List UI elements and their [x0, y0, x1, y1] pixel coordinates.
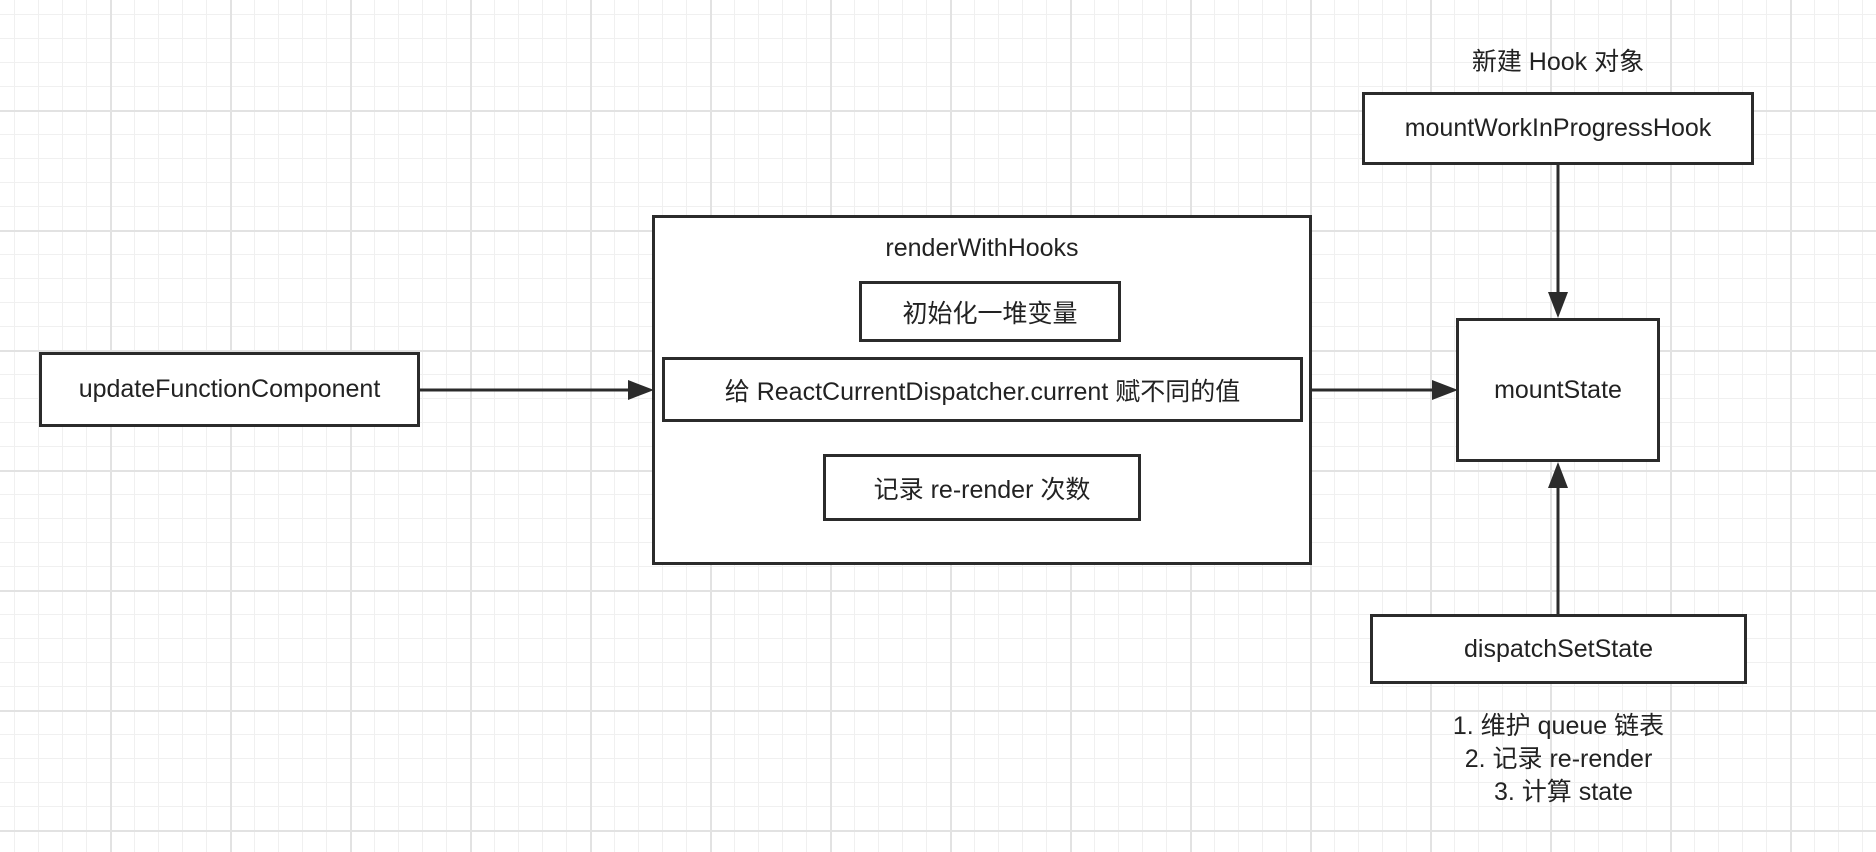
- node-record-rerender[interactable]: 记录 re-render 次数: [823, 454, 1141, 521]
- node-record-rerender-label: 记录 re-render 次数: [873, 475, 1091, 504]
- dispatch-note-3: 3. 计算 state: [1494, 778, 1633, 806]
- render-with-hooks-title: renderWithHooks: [885, 234, 1079, 262]
- node-dispatch-set-state-label: dispatchSetState: [1463, 634, 1653, 663]
- edge-update-to-render: [420, 380, 654, 400]
- node-init-vars-label: 初始化一堆变量: [902, 299, 1078, 328]
- edge-mountwip-to-mountstate: [1548, 165, 1568, 318]
- node-mount-work-in-progress-hook-label: mountWorkInProgressHook: [1404, 114, 1712, 142]
- node-assign-dispatcher[interactable]: 给 ReactCurrentDispatcher.current 赋不同的值: [662, 357, 1303, 422]
- node-update-function-component[interactable]: updateFunctionComponent: [39, 352, 420, 427]
- dispatch-notes: 1. 维护 queue 链表 2. 记录 re-render 3. 计算 sta…: [1370, 710, 1747, 809]
- edge-render-to-mountstate: [1312, 380, 1458, 400]
- node-mount-work-in-progress-hook[interactable]: mountWorkInProgressHook: [1362, 92, 1754, 165]
- node-dispatch-set-state[interactable]: dispatchSetState: [1370, 614, 1747, 684]
- node-mount-state[interactable]: mountState: [1456, 318, 1660, 462]
- new-hook-object-annotation: 新建 Hook 对象: [1471, 48, 1645, 76]
- node-mount-state-label: mountState: [1494, 375, 1622, 404]
- node-init-vars[interactable]: 初始化一堆变量: [859, 281, 1121, 342]
- node-update-function-component-label: updateFunctionComponent: [78, 375, 381, 403]
- edge-dispatch-to-mountstate: [1548, 462, 1568, 614]
- dispatch-note-1: 1. 维护 queue 链表: [1452, 712, 1665, 740]
- node-assign-dispatcher-label: 给 ReactCurrentDispatcher.current 赋不同的值: [724, 377, 1241, 406]
- dispatch-note-2: 2. 记录 re-render: [1464, 745, 1653, 773]
